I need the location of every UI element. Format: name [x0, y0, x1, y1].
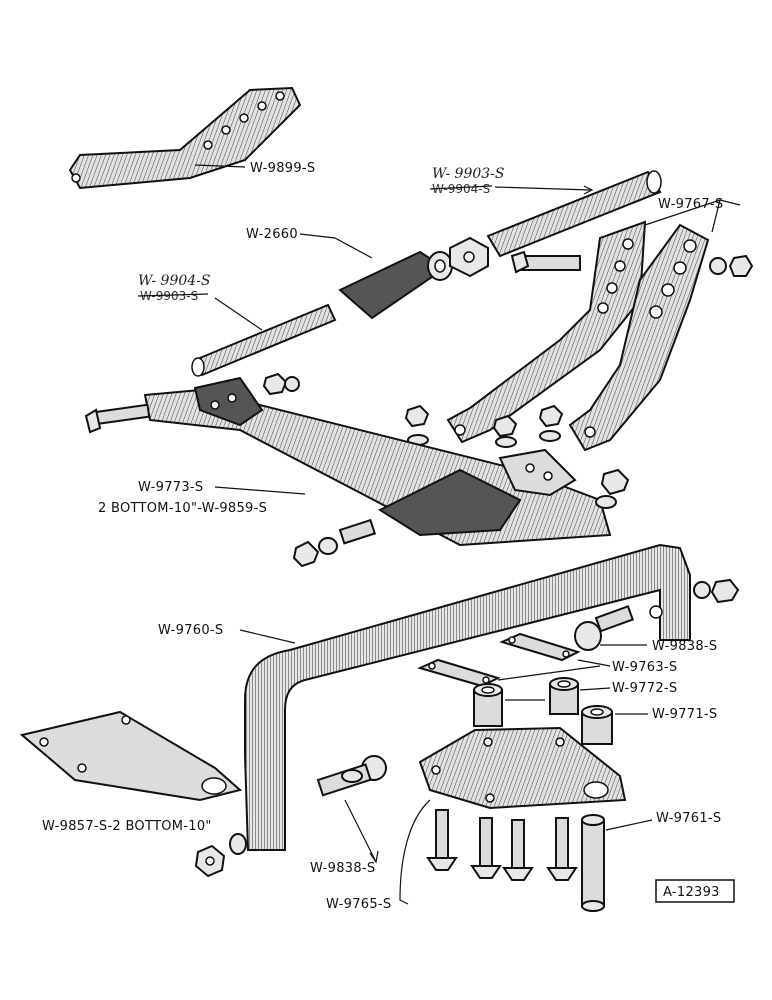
label-w9773: W-9773-S	[138, 480, 203, 495]
figure-id: A-12393	[663, 885, 720, 900]
long-rod-upper	[486, 170, 662, 258]
label-w9765: W-9765-S	[326, 897, 391, 912]
nut-washer-right-top	[709, 254, 754, 277]
label-w9904-struck: W-9904-S	[432, 182, 490, 196]
bolt-right-frame	[574, 605, 635, 651]
label-w9899: W-9899-S	[250, 161, 315, 176]
stud-bolt	[581, 814, 605, 912]
spacer-long	[581, 705, 613, 745]
bolt-top	[510, 250, 581, 274]
strap-right	[568, 223, 710, 452]
label-w9772: W-9772-S	[612, 681, 677, 696]
right-mount-plate	[418, 726, 627, 810]
bolt-left-lower	[316, 755, 387, 797]
label-bottom-9859: 2 BOTTOM-10"-W-9859-S	[98, 501, 267, 516]
nut-washer-right-frame	[693, 578, 740, 604]
strap-left	[446, 220, 647, 444]
bent-bar-part	[68, 86, 302, 190]
plow-bolts	[426, 809, 578, 881]
hex-nut-top	[449, 236, 489, 278]
label-w2660: W-2660	[246, 227, 298, 242]
bolt-below-beam	[292, 518, 377, 568]
bolt-left-beam	[84, 403, 151, 434]
left-mount-plate	[19, 710, 243, 802]
main-beam-part	[143, 376, 612, 547]
label-w9771: W-9771-S	[652, 707, 717, 722]
nuts-near-beam	[262, 372, 630, 509]
label-w9857: W-9857-S-2 BOTTOM-10"	[42, 819, 212, 834]
nut-washer-left-lower	[194, 833, 247, 878]
long-rod-lower	[191, 303, 337, 377]
label-w9838-left: W-9838-S	[310, 861, 375, 876]
clip-plates	[417, 632, 581, 688]
label-w9903-struck: W-9903-S	[140, 289, 198, 303]
label-w9767: W-9767-S	[658, 197, 723, 212]
u-frame-part	[244, 543, 691, 851]
label-w9903-handwritten: W- 9903-S	[432, 166, 505, 182]
spacers-short	[473, 677, 579, 727]
figure-id-box	[655, 879, 735, 903]
label-w9763: W-9763-S	[612, 660, 677, 675]
label-w9760: W-9760-S	[158, 623, 223, 638]
turnbuckle-part	[338, 250, 453, 320]
label-w9904-handwritten: W- 9904-S	[138, 273, 211, 289]
label-w9838-right: W-9838-S	[652, 639, 717, 654]
label-w9761: W-9761-S	[656, 811, 721, 826]
